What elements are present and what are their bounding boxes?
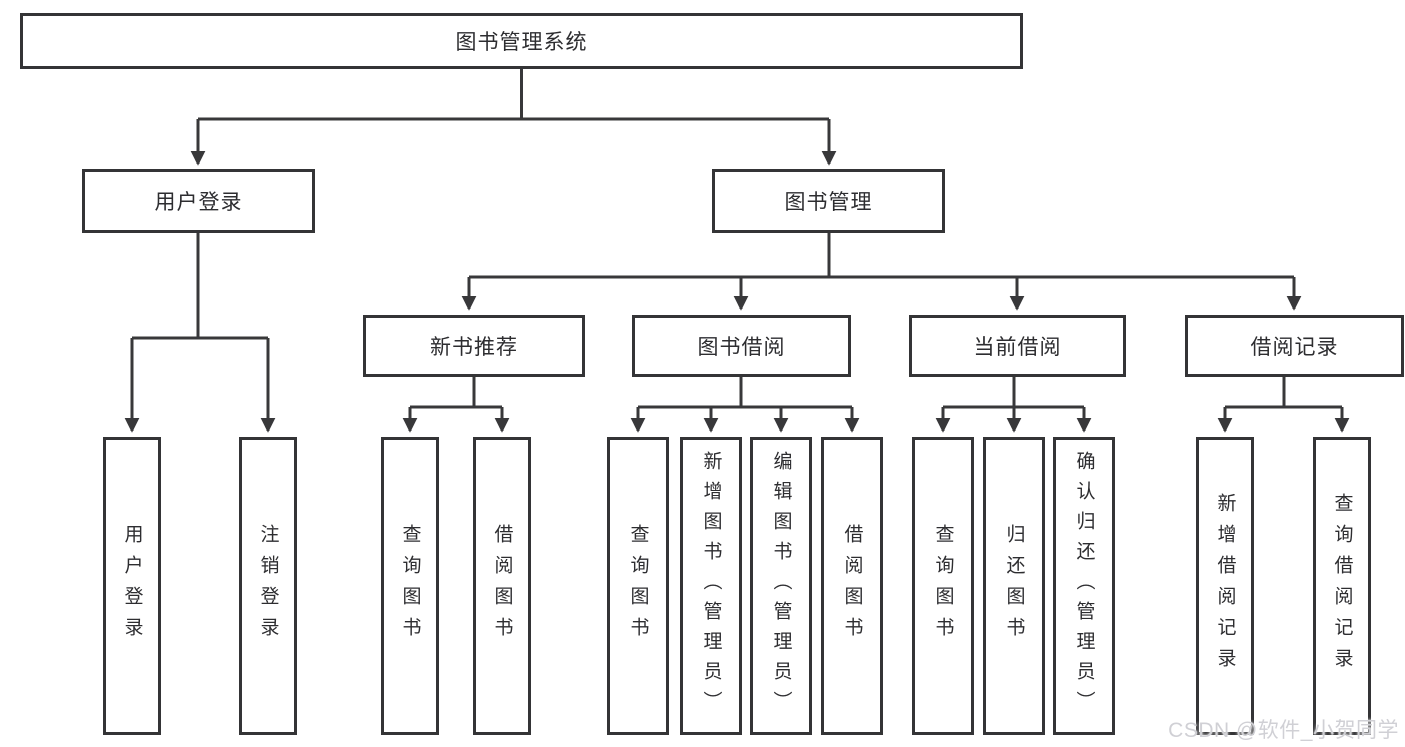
node-add-borrow-record: 新增借阅记录 — [1196, 437, 1254, 735]
node-logout: 注销登录 — [239, 437, 297, 735]
node-borrow-books-leaf: 借阅图书 — [821, 437, 883, 735]
node-current-borrowing: 当前借阅 — [909, 315, 1126, 377]
node-book-borrowing: 图书借阅 — [632, 315, 851, 377]
node-edit-books-admin: 编辑图书（管理员） — [750, 437, 812, 735]
watermark: CSDN @软件_小贺同学 — [1168, 719, 1399, 742]
node-add-books-admin: 新增图书（管理员） — [680, 437, 742, 735]
node-library-management-system: 图书管理系统 — [20, 13, 1023, 69]
node-query-books-recommend: 查询图书 — [381, 437, 439, 735]
node-query-books-current: 查询图书 — [912, 437, 974, 735]
node-confirm-return-admin: 确认归还（管理员） — [1053, 437, 1115, 735]
node-borrow-books-recommend: 借阅图书 — [473, 437, 531, 735]
node-query-books-borrowing: 查询图书 — [607, 437, 669, 735]
node-return-books: 归还图书 — [983, 437, 1045, 735]
node-query-borrow-record: 查询借阅记录 — [1313, 437, 1371, 735]
node-user-login: 用户登录 — [82, 169, 315, 233]
node-book-management: 图书管理 — [712, 169, 945, 233]
node-user-login-leaf: 用户登录 — [103, 437, 161, 735]
node-new-book-recommendation: 新书推荐 — [363, 315, 585, 377]
node-borrowing-records: 借阅记录 — [1185, 315, 1404, 377]
